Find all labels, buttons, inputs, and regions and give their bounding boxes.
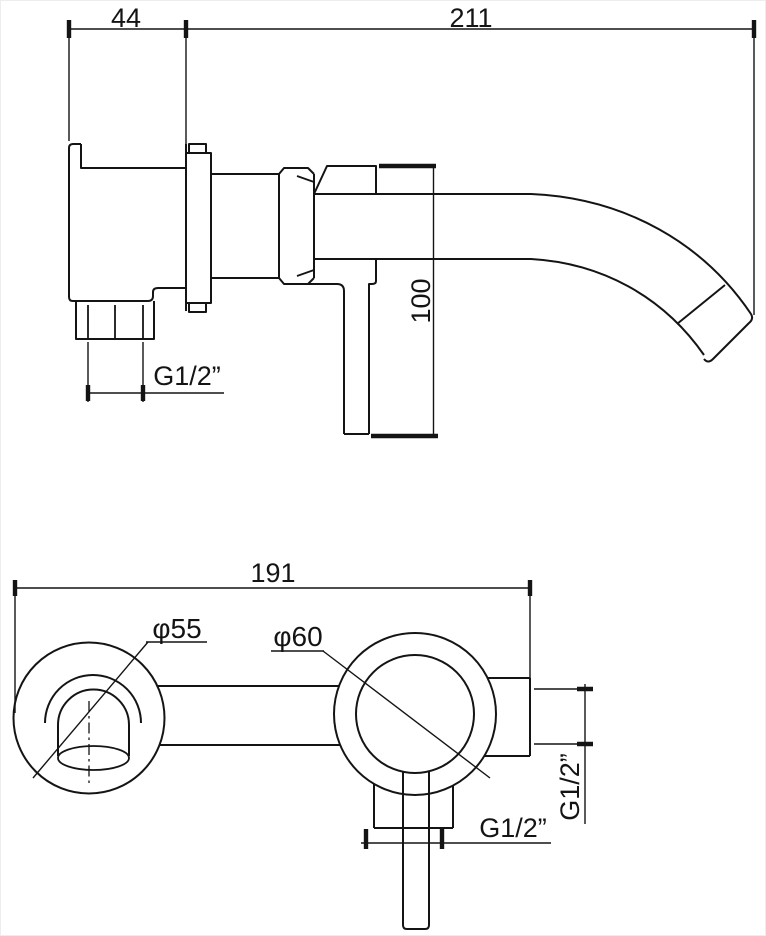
body-top-edge [80,144,186,169]
side-port-block [484,677,531,757]
dim-label-reach: 211 [449,3,492,33]
dim-label-handle-flange: φ60 [273,621,322,652]
dim-tick [363,829,445,849]
wall-plate [185,143,212,313]
leader-line [322,650,491,779]
spout-joint-line [676,284,726,325]
extension-line [534,688,592,745]
spout [314,193,754,363]
wall-bar [157,685,340,746]
dim-outlet-thread: G1/2” [85,342,224,402]
nut-chamfer [296,175,315,277]
spout-outer-curve [314,193,754,363]
tube-right-edge [368,259,377,434]
tube-left-edge [308,283,345,434]
dim-label-bottom-port: G1/2” [479,813,547,843]
wall-plate-body [185,152,212,304]
spout-tip [57,688,130,756]
spout-tube-outer-dome [44,674,142,724]
bottom-port-block [373,784,454,829]
dim-span: 191 [12,558,533,713]
spout-flange-circle [12,641,166,795]
valve-body [68,143,186,340]
dim-label-spout-flange: φ55 [152,613,201,644]
side-view: 44 211 [66,3,757,439]
dim-label-side-port: G1/2” [555,753,585,821]
handle-lever [313,165,377,195]
dim-tick [577,686,593,747]
leader-line [32,641,149,779]
dim-depth-and-reach: 44 211 [66,3,757,315]
dim-label-height: 100 [406,278,436,323]
body-outline [68,143,186,302]
dim-bottom-port: G1/2” [361,813,551,849]
wall-plate-tab-top [188,143,207,154]
dim-label-span: 191 [250,558,295,588]
dim-label-outlet-thread: G1/2” [153,361,221,391]
aerator-mesh [57,745,130,771]
dim-height: 100 [371,163,438,439]
spout-inner-curve [314,258,705,356]
lever-bar [402,771,430,930]
connector-and-nut [211,167,315,285]
dim-side-port: G1/2” [534,684,593,824]
spout-outlet-front: φ55 [12,613,207,795]
mixer-handle-front: φ60 [271,621,531,930]
wall-plate-tab-bottom [188,302,207,313]
inlet-tube [308,259,377,435]
nut [278,167,315,285]
handle-hub-circle [355,654,475,774]
handle-flange-circle [333,632,497,796]
dim-tick [85,385,146,401]
front-view: 191 φ55 φ60 [12,558,593,930]
connector-block [211,173,280,279]
dim-label-depth: 44 [111,3,141,33]
